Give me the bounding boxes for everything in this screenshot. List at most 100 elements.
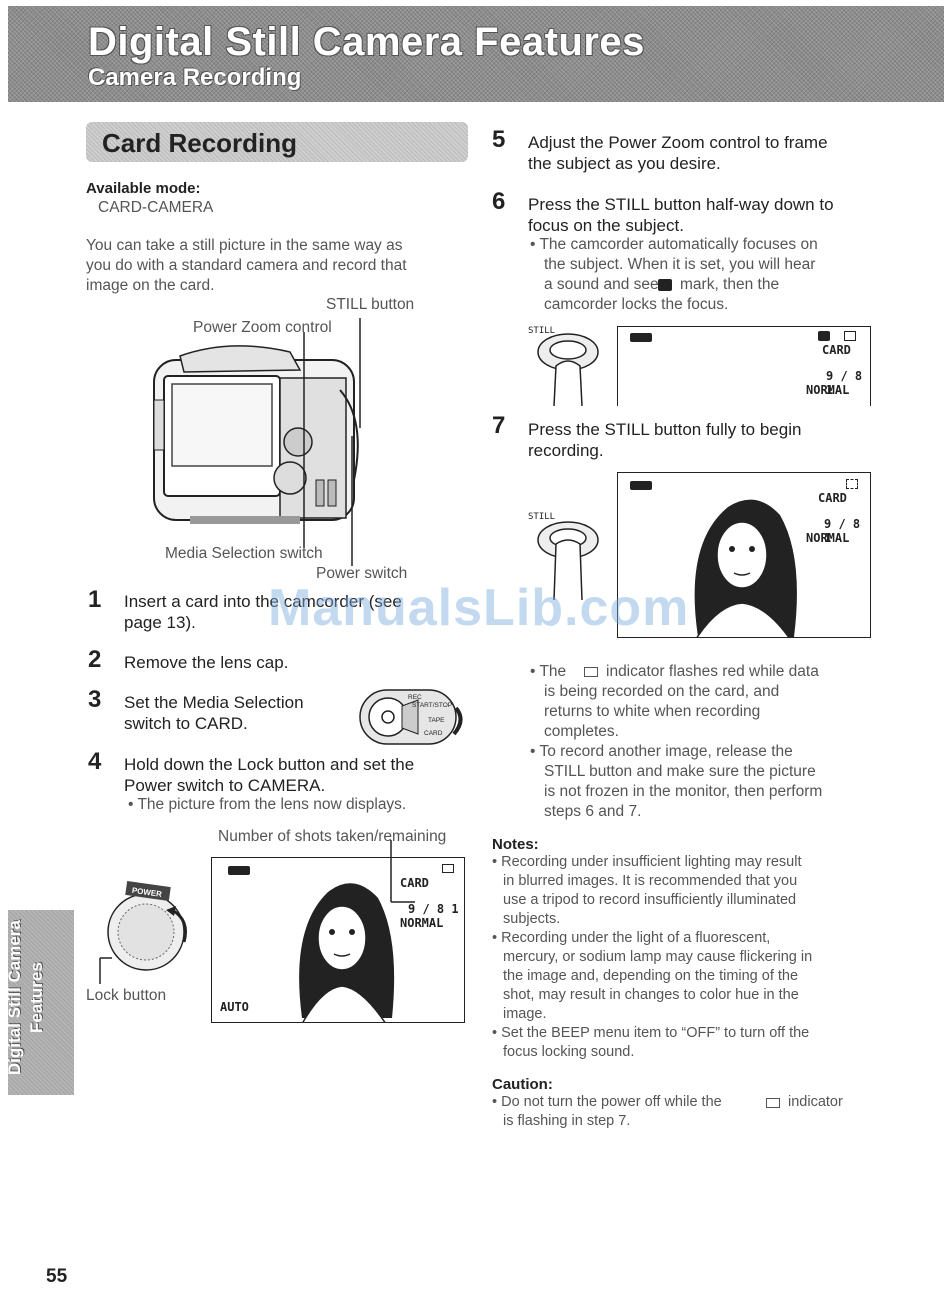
side-chapter-tab <box>8 910 74 1095</box>
shots-taken-remaining-label: Number of shots taken/remaining <box>218 828 447 845</box>
caution-line-1b: indicator <box>788 1094 843 1110</box>
step-4-line-2: Power switch to CAMERA. <box>124 776 326 795</box>
card-indicator-icon <box>442 864 454 873</box>
page-title: Digital Still Camera Features <box>88 20 645 64</box>
note-2-line-1: • Recording under the light of a fluores… <box>492 930 771 946</box>
battery-icon <box>228 866 250 875</box>
step-5-line-1: Adjust the Power Zoom control to frame <box>528 133 828 152</box>
screen-focus-quality: NORMAL <box>806 383 850 397</box>
step-6-bullet-line-4: camcorder locks the focus. <box>544 296 729 313</box>
step-6-bullet-line-3b: mark, then the <box>680 276 780 293</box>
step-7-bullet-1-d: returns to white when recording <box>544 703 761 720</box>
page-number: 55 <box>46 1266 68 1287</box>
still-label-1: STILL <box>528 326 556 336</box>
screen-record-count: 9 / 8 1 <box>824 517 861 545</box>
step-6-bullet-line-2: the subject. When it is set, you will he… <box>544 256 816 273</box>
step-4-number: 4 <box>88 748 102 775</box>
screen-focus-card: CARD <box>822 343 851 357</box>
side-chapter-tab-text: Digital Still Camera Features <box>4 905 64 1090</box>
step-3-line-2: switch to CARD. <box>124 714 248 733</box>
screen-main-count: 9 / 8 1 <box>408 902 459 916</box>
switch-startstop-text: START/STOP <box>412 702 452 709</box>
shots-leader-line <box>390 840 415 903</box>
switch-rec-text: REC <box>408 694 422 701</box>
step-4-line-1: Hold down the Lock button and set the <box>124 755 415 774</box>
screen-record-card: CARD <box>818 491 847 505</box>
subject-portrait-illustration <box>299 883 395 1022</box>
step-7-line-1: Press the STILL button fully to begin <box>528 420 802 439</box>
screen-main-card: CARD <box>400 876 429 890</box>
available-mode-label: Available mode: <box>86 180 201 197</box>
lock-button-label: Lock button <box>86 987 167 1004</box>
available-mode-value: CARD-CAMERA <box>98 199 214 216</box>
screen-record-quality: NORMAL <box>806 531 850 545</box>
step-6-bullet-line-1: • The camcorder automatically focuses on <box>530 236 818 253</box>
page-subtitle: Camera Recording <box>88 64 302 91</box>
step-7-bullet-1-b: indicator flashes red while data <box>606 663 819 680</box>
battery-icon-3 <box>630 481 652 490</box>
lcd-screen-focus: CARD 9 / 8 1 NORMAL <box>617 326 871 406</box>
step-6-number: 6 <box>492 188 506 215</box>
step-3-line-1: Set the Media Selection <box>124 693 304 712</box>
focus-camera-icon <box>658 279 672 291</box>
note-1-line-2: in blurred images. It is recommended tha… <box>503 873 798 889</box>
step-1-line-2: page 13). <box>124 613 196 632</box>
step-6-line-2: focus on the subject. <box>528 216 684 235</box>
caution-line-1a: • Do not turn the power off while the <box>492 1094 722 1110</box>
intro-line-1: You can take a still picture in the same… <box>86 237 403 254</box>
step-5-number: 5 <box>492 126 506 153</box>
lcd-screen-main: CARD 9 / 8 1 NORMAL AUTO <box>211 857 465 1023</box>
step-7-bullet-1-e: completes. <box>544 723 619 740</box>
page-header: Digital Still Camera Features Camera Rec… <box>8 6 944 102</box>
watermark: ManualsLib.com <box>268 579 690 637</box>
note-1-line-3: use a tripod to record insufficiently il… <box>503 892 797 908</box>
step-7-bullet-2-d: steps 6 and 7. <box>544 803 642 820</box>
note-3-line-2: focus locking sound. <box>503 1044 635 1060</box>
screen-focus-count: 9 / 8 1 <box>826 369 863 397</box>
step-7-bullet-2-a: • To record another image, release the <box>530 743 793 760</box>
card-indicator-inline-icon <box>584 667 598 677</box>
side-tab-line-2: Features <box>27 962 46 1033</box>
media-selection-label: Media Selection switch <box>165 545 323 562</box>
step-1-line-1: Insert a card into the camcorder (see <box>124 592 402 611</box>
notes-heading: Notes: <box>492 836 539 853</box>
card-indicator-flashing-icon <box>846 479 858 489</box>
step-7-line-2: recording. <box>528 441 604 460</box>
note-2-line-2: mercury, or sodium lamp may cause flicke… <box>503 949 813 965</box>
dial-power-text: POWER <box>131 886 162 899</box>
step-1-number: 1 <box>88 586 102 613</box>
lcd-screen-record: CARD 9 / 8 1 NORMAL <box>617 472 871 638</box>
screen-main-auto: AUTO <box>220 1000 249 1014</box>
note-2-line-4: shot, may result in changes to color hue… <box>503 987 799 1003</box>
side-tab-line-1: Digital Still Camera <box>5 920 24 1075</box>
still-label-2: STILL <box>528 512 556 522</box>
step-2-line-1: Remove the lens cap. <box>124 653 289 672</box>
focus-mark-icon <box>818 331 830 341</box>
note-1-line-1: • Recording under insufficient lighting … <box>492 854 802 870</box>
switch-card-text: CARD <box>424 730 443 737</box>
note-2-line-5: image. <box>503 1006 547 1022</box>
still-button-halfpress-illustration <box>537 333 599 407</box>
intro-line-2: you do with a standard camera and record… <box>86 257 407 274</box>
still-button-fullpress-illustration <box>537 521 599 601</box>
still-button-label: STILL button <box>326 296 415 313</box>
power-zoom-label: Power Zoom control <box>193 319 332 336</box>
figure-leader-lines <box>303 318 361 566</box>
screen-main-quality: NORMAL <box>400 916 444 930</box>
step-3-number: 3 <box>88 686 102 713</box>
subject-portrait-illustration-2 <box>694 499 797 637</box>
caution-line-2: is flashing in step 7. <box>503 1113 631 1129</box>
step-7-bullet-2-b: STILL button and make sure the picture <box>544 763 816 780</box>
caution-heading: Caution: <box>492 1076 553 1093</box>
card-indicator-caution-icon <box>766 1098 780 1108</box>
note-2-line-3: the image and, depending on the timing o… <box>503 968 799 984</box>
note-1-line-4: subjects. <box>503 911 561 927</box>
section-title-text: Card Recording <box>102 128 298 158</box>
step-4-bullet: • The picture from the lens now displays… <box>128 796 407 813</box>
media-selection-switch-illustration: REC START/STOP TAPE CARD <box>359 689 463 745</box>
power-switch-label: Power switch <box>316 565 408 582</box>
step-7-number: 7 <box>492 412 506 439</box>
power-dial-illustration: POWER <box>99 881 187 984</box>
intro-line-3: image on the card. <box>86 277 215 294</box>
step-6-bullet-line-3a: a sound and see <box>544 276 659 293</box>
